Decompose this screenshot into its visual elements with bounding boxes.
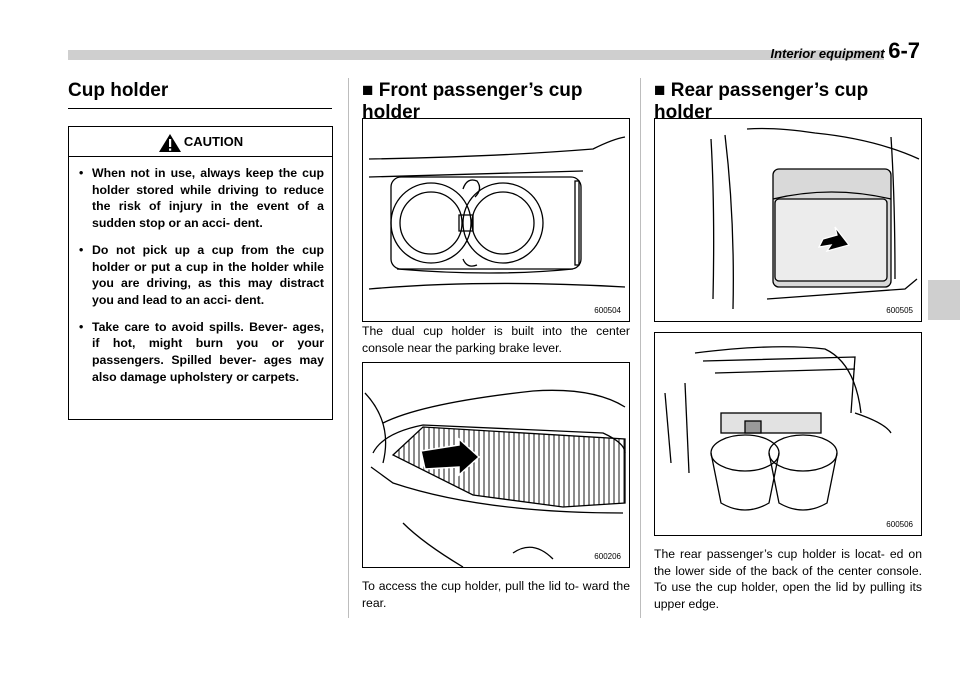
caution-box: CAUTION When not in use, always keep the… xyxy=(68,126,333,420)
rear-cup-holder-closed-illustration xyxy=(710,127,920,310)
section-heading: Cup holder xyxy=(68,80,332,109)
chapter-tab xyxy=(928,280,960,320)
figure-rear-cup-holder-closed: 600505 xyxy=(654,118,922,322)
section-title: Interior equipment xyxy=(770,46,885,61)
paragraph: The dual cup holder is built into the ce… xyxy=(362,324,630,355)
front-cup-holder-illustration xyxy=(368,136,626,290)
caution-list: When not in use, always keep the cup hol… xyxy=(69,157,332,385)
caution-item: When not in use, always keep the cup hol… xyxy=(79,165,324,232)
figure-rear-cup-holder-open: 600506 xyxy=(654,332,922,536)
middle-column: ■ Front passenger’s cup holder xyxy=(362,80,630,124)
caution-item: Do not pick up a cup from the cup holder… xyxy=(79,242,324,309)
caution-header: CAUTION xyxy=(69,127,332,157)
right-column: ■ Rear passenger’s cup holder xyxy=(654,80,922,124)
caution-label: CAUTION xyxy=(183,134,244,149)
column-divider xyxy=(640,78,641,618)
figure-front-cup-holder: 600504 xyxy=(362,118,630,322)
section-heading: ■ Rear passenger’s cup holder xyxy=(654,80,869,123)
section-heading: ■ Front passenger’s cup holder xyxy=(362,80,583,123)
left-column: Cup holder xyxy=(68,80,332,109)
figure-front-lid: 600206 xyxy=(362,362,630,568)
header-bar xyxy=(68,50,884,60)
paragraph: To access the cup holder, pull the lid t… xyxy=(362,579,630,610)
figure-code: 600505 xyxy=(886,306,913,315)
front-lid-illustration xyxy=(364,389,626,568)
figure-code: 600506 xyxy=(886,520,913,529)
running-header: Interior equipment 6-7 xyxy=(0,38,920,64)
paragraph: The rear passenger’s cup holder is locat… xyxy=(654,547,922,611)
figure-code: 600206 xyxy=(594,552,621,561)
caution-item: Take care to avoid spills. Bever- ages, … xyxy=(79,319,324,386)
column-divider xyxy=(348,78,349,618)
rear-cup-holder-open-illustration xyxy=(664,346,892,511)
warning-icon xyxy=(158,133,181,152)
figure-code: 600504 xyxy=(594,306,621,315)
page-number: 6-7 xyxy=(888,38,920,63)
